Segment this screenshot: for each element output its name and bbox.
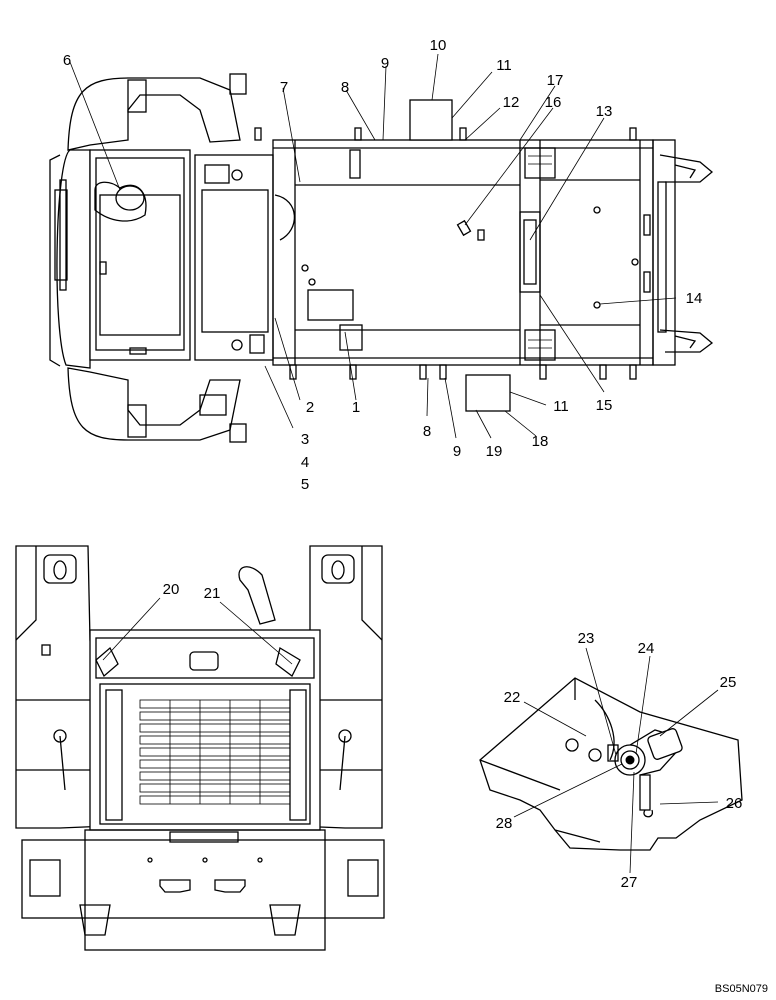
callout-24: 24 [638, 640, 655, 657]
callout-10: 10 [430, 37, 447, 54]
callout-25: 25 [720, 674, 737, 691]
callout-9-bottom: 9 [453, 443, 461, 460]
callout-19: 19 [486, 443, 503, 460]
top-view-leaders [69, 53, 677, 439]
callout-6: 6 [63, 52, 71, 69]
callout-3: 3 [301, 431, 309, 448]
rear-view-drawing [15, 545, 385, 951]
callout-27: 27 [621, 874, 638, 891]
callout-21: 21 [204, 585, 221, 602]
callout-labels: 1 2 3 4 5 6 7 8 8 9 9 10 11 11 12 13 14 … [63, 37, 743, 891]
callout-12: 12 [503, 94, 520, 111]
callout-14: 14 [686, 290, 703, 307]
callout-17: 17 [547, 72, 564, 89]
rear-view-leaders [102, 597, 293, 665]
callout-26: 26 [726, 795, 743, 812]
callout-13: 13 [596, 103, 613, 120]
callout-8-bottom: 8 [423, 423, 431, 440]
callout-18: 18 [532, 433, 549, 450]
callout-11-bottom: 11 [553, 398, 569, 415]
callout-2: 2 [306, 399, 314, 416]
detail-view-leaders [513, 647, 719, 874]
callout-7: 7 [280, 79, 288, 96]
callout-22: 22 [504, 689, 521, 706]
callout-5: 5 [301, 476, 309, 493]
callout-1: 1 [352, 399, 360, 416]
callout-23: 23 [578, 630, 595, 647]
callout-9-top: 9 [381, 55, 389, 72]
callout-28: 28 [496, 815, 513, 832]
callout-15: 15 [596, 397, 613, 414]
reference-code: BS05N079 [715, 983, 768, 995]
callout-20: 20 [163, 581, 180, 598]
callout-8-top: 8 [341, 79, 349, 96]
top-view-drawing [49, 73, 714, 443]
callout-4: 4 [301, 454, 309, 471]
callout-16: 16 [545, 94, 562, 111]
callout-11-top: 11 [496, 57, 512, 74]
detail-view-drawing [479, 677, 743, 851]
